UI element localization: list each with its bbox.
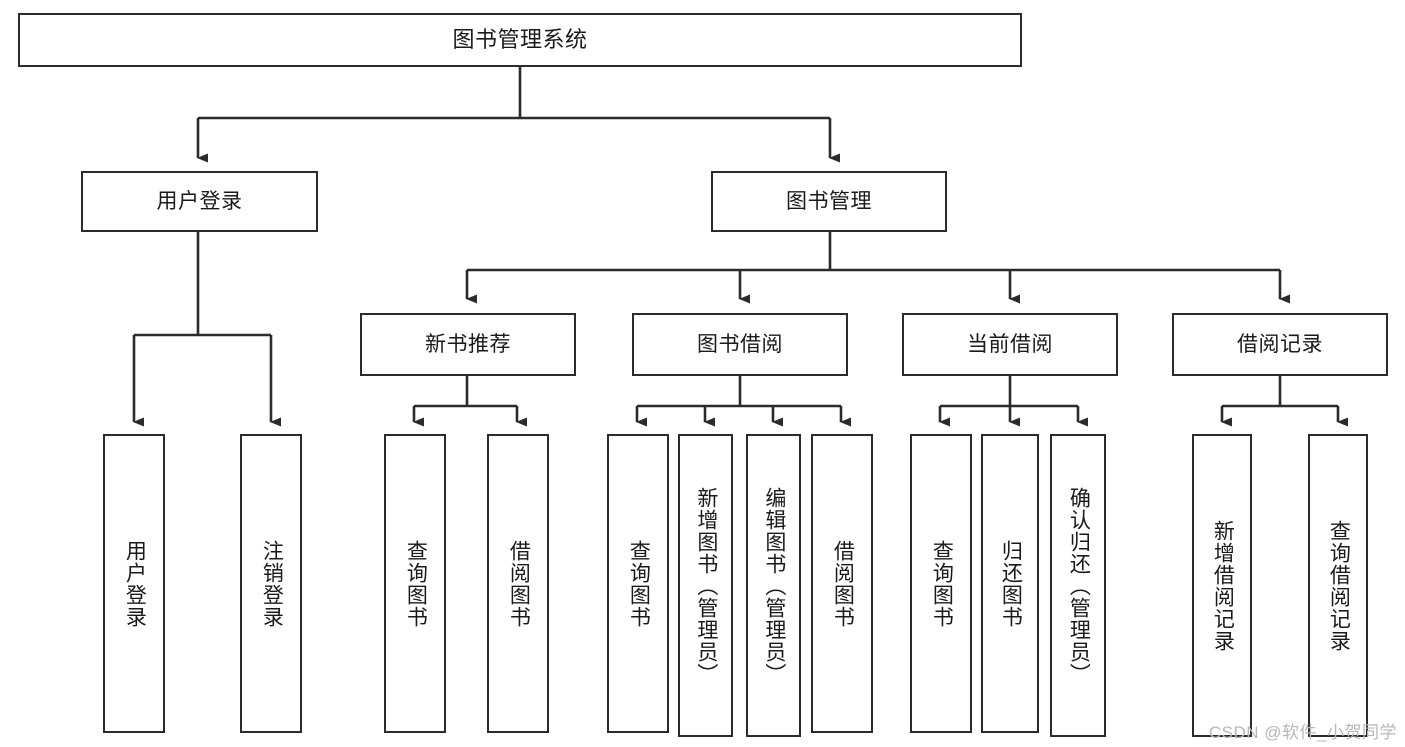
leaf-current-borrow-return-book[interactable]: 归还图书: [981, 434, 1039, 733]
node-label: 图书管理: [786, 189, 872, 213]
node-current-borrow[interactable]: 当前借阅: [902, 313, 1118, 376]
leaf-borrow-record-add-record[interactable]: 新增借阅记录: [1192, 434, 1252, 737]
node-label: 归还图书: [999, 539, 1023, 628]
node-label: 注销登录: [260, 539, 284, 628]
node-label: 图书借阅: [697, 332, 783, 356]
leaf-current-borrow-confirm-return-admin[interactable]: 确认归还（管理员）: [1050, 434, 1106, 737]
leaf-current-borrow-query-book[interactable]: 查询图书: [910, 434, 972, 733]
node-label: 查询图书: [930, 539, 954, 628]
node-label: 确认归还（管理员）: [1067, 486, 1091, 685]
node-label: 借阅记录: [1237, 332, 1323, 356]
leaf-user-login-logout[interactable]: 注销登录: [240, 434, 302, 733]
node-label: 借阅图书: [507, 539, 531, 628]
node-label: 新增图书（管理员）: [694, 486, 718, 685]
node-label: 查询借阅记录: [1327, 519, 1351, 652]
node-label: 新书推荐: [425, 332, 511, 356]
node-label: 编辑图书（管理员）: [762, 486, 786, 685]
node-label: 当前借阅: [967, 332, 1053, 356]
leaf-book-borrow-borrow-book[interactable]: 借阅图书: [811, 434, 873, 733]
node-user-login[interactable]: 用户登录: [81, 171, 318, 232]
leaf-book-borrow-edit-book-admin[interactable]: 编辑图书（管理员）: [746, 434, 801, 737]
leaf-new-book-query-book[interactable]: 查询图书: [384, 434, 446, 733]
node-book-management[interactable]: 图书管理: [711, 171, 947, 232]
leaf-book-borrow-add-book-admin[interactable]: 新增图书（管理员）: [678, 434, 733, 737]
node-new-book-recommend[interactable]: 新书推荐: [360, 313, 576, 376]
node-book-borrow[interactable]: 图书借阅: [632, 313, 848, 376]
csdn-watermark: CSDN @软件_小贺同学: [1208, 723, 1397, 742]
node-label: 图书管理系统: [452, 26, 588, 52]
leaf-book-borrow-query-book[interactable]: 查询图书: [607, 434, 669, 733]
leaf-borrow-record-query-record[interactable]: 查询借阅记录: [1308, 434, 1368, 737]
node-label: 查询图书: [627, 539, 651, 628]
node-label: 查询图书: [404, 539, 428, 628]
node-label: 新增借阅记录: [1211, 519, 1235, 652]
node-label: 用户登录: [156, 189, 243, 213]
node-label: 用户登录: [123, 539, 147, 628]
node-label: 借阅图书: [831, 539, 855, 628]
node-borrow-record[interactable]: 借阅记录: [1172, 313, 1388, 376]
leaf-user-login-login[interactable]: 用户登录: [103, 434, 165, 733]
node-root-book-management-system[interactable]: 图书管理系统: [18, 13, 1022, 67]
leaf-new-book-borrow-book[interactable]: 借阅图书: [487, 434, 549, 733]
